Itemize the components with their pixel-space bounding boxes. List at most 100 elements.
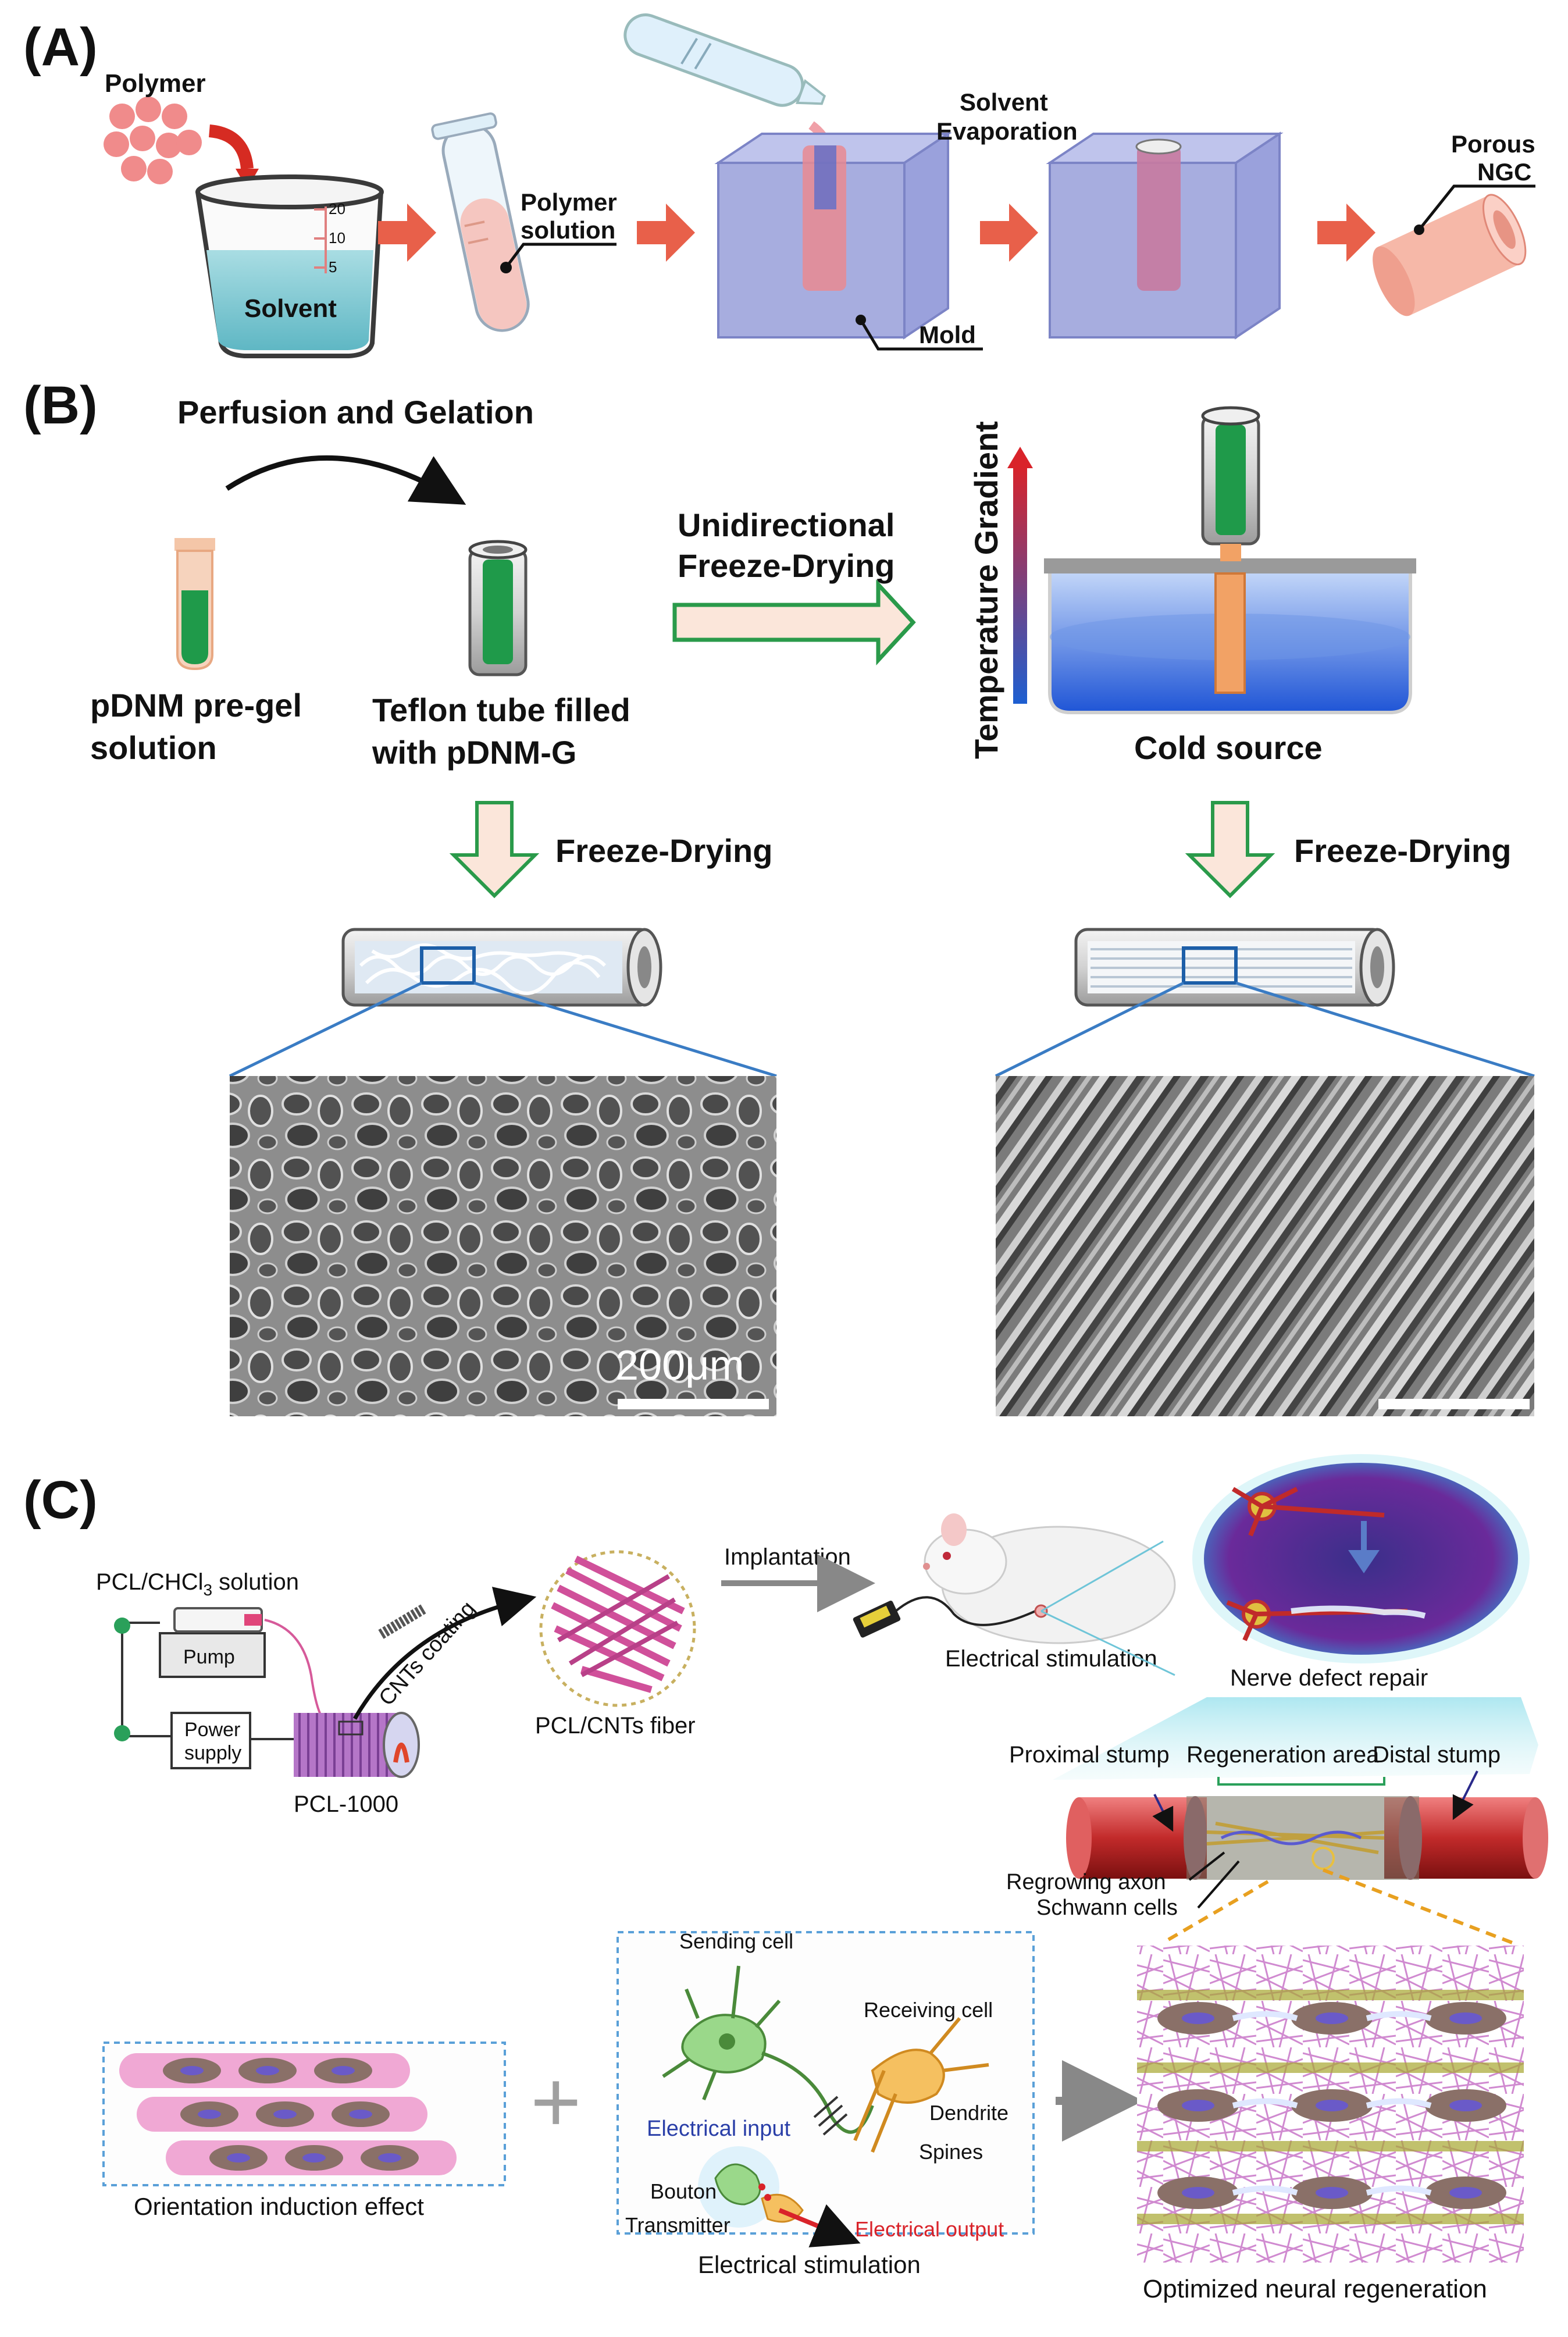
scale-bar-left [618, 1399, 769, 1409]
pcl-solution-label: PCL/CHCl3 solution [96, 1569, 299, 1599]
freeze-drying-label-right: Freeze-Drying [1294, 832, 1511, 869]
zoom-lines-regeneration [1162, 1868, 1513, 1944]
mold-leader [859, 319, 983, 351]
power-supply-label-1: Power [184, 1719, 240, 1741]
pcl-cnts-fiber-label: PCL/CNTs fiber [535, 1713, 696, 1738]
beaker-tick-10: 10 [329, 229, 345, 247]
transmitter-label: Transmitter [625, 2213, 730, 2237]
cold-source-apparatus [1044, 406, 1416, 714]
polymer-solution-leader [505, 243, 616, 269]
panel-c-letter: (C) [23, 1470, 98, 1530]
regrowing-axon-label: Regrowing axon [1006, 1870, 1166, 1894]
spines-label: Spines [919, 2140, 983, 2164]
rat-illustration [853, 1513, 1176, 1644]
ngc-leader [1418, 184, 1535, 231]
temperature-gradient-label: Temperature Gradient [968, 421, 1004, 759]
arrow-a1 [378, 204, 436, 262]
zoom-lines-right [995, 981, 1535, 1078]
polymer-label: Polymer [105, 69, 206, 98]
orientation-induction-panel [102, 2042, 506, 2186]
arrow-a2 [637, 204, 695, 262]
arrow-a4 [1317, 204, 1375, 262]
orientation-induction-label: Orientation induction effect [134, 2193, 424, 2220]
schwann-cells-label: Schwann cells [1036, 1896, 1178, 1920]
unidirectional-arrow [672, 579, 916, 665]
scale-bar-label: 200μm [615, 1342, 744, 1389]
solvent-label: Solvent [244, 294, 337, 323]
cold-source-label: Cold source [1134, 729, 1323, 766]
pregel-tube [174, 538, 215, 671]
cnts-coating-arrow [352, 1587, 537, 1720]
cnts-coating-label: CNTs coating [374, 1597, 480, 1711]
pcl-cnts-fiber [539, 1550, 696, 1707]
random-pore-tube [341, 928, 662, 1007]
porous-label: Porous [1451, 130, 1535, 158]
temperature-gradient-bar [1013, 465, 1027, 704]
cnt-bundle [378, 1604, 427, 1639]
electrical-stimulation-label-bottom: Electrical stimulation [698, 2251, 921, 2278]
mold-label: Mold [919, 321, 976, 348]
polymer-solution-label-1: Polymer [521, 188, 617, 216]
polymer-beads [104, 97, 202, 184]
regeneration-area-label: Regeneration area [1186, 1742, 1380, 1768]
panel-b-letter: (B) [23, 376, 98, 435]
electrical-stimulation-label-top: Electrical stimulation [945, 1646, 1157, 1672]
arrow-a3 [980, 204, 1038, 262]
panel-a-letter: (A) [23, 17, 98, 77]
sem-image-random [230, 1076, 776, 1416]
pregel-label-1: pDNM pre-gel [90, 687, 302, 724]
scale-bar-right [1378, 1399, 1530, 1409]
electrical-output-label: Electrical output [855, 2217, 1004, 2241]
axon-schwann-pointers [1188, 1851, 1240, 1909]
unidirectional-label-1: Unidirectional [678, 507, 895, 543]
pour-arrow [208, 124, 254, 170]
distal-stump-pointer [1452, 1770, 1478, 1821]
dendrite-label: Dendrite [929, 2101, 1008, 2125]
beaker-tick-5: 5 [329, 258, 337, 276]
implantation-label: Implantation [724, 1544, 851, 1570]
sending-cell-label: Sending cell [679, 1929, 793, 1953]
nerve-defect-repair-label: Nerve defect repair [1230, 1665, 1428, 1691]
electrospinning-setup [114, 1607, 327, 1769]
pipette [623, 13, 826, 107]
perfusion-arrow [225, 455, 466, 505]
freeze-drying-arrow-right [1185, 801, 1275, 899]
teflon-tube [468, 540, 528, 676]
optimized-regeneration-panel [1137, 1946, 1524, 2263]
bouton-label: Bouton [650, 2179, 717, 2203]
distal-stump-label: Distal stump [1373, 1742, 1501, 1768]
freeze-drying-label-left: Freeze-Drying [555, 832, 772, 869]
mold-cube-2 [1046, 131, 1284, 340]
proximal-stump-pointer [1152, 1794, 1174, 1832]
pcl-1000-label: PCL-1000 [294, 1791, 398, 1817]
pump-label: Pump [183, 1646, 235, 1668]
polymer-solution-label-2: solution [521, 216, 615, 244]
receiving-cell-label: Receiving cell [864, 1998, 993, 2022]
perfusion-gelation-label: Perfusion and Gelation [177, 394, 534, 430]
solvent-evaporation-label-2: Evaporation [936, 117, 1078, 145]
teflon-label-1: Teflon tube filled [372, 692, 630, 728]
zoom-lines-left [229, 981, 777, 1078]
optimized-regeneration-label: Optimized neural regeneration [1143, 2275, 1487, 2303]
regeneration-bracket [1217, 1777, 1385, 1786]
zoom-lines-rat [1040, 1540, 1175, 1676]
test-tube-a [431, 112, 530, 332]
beaker-tick-20: 20 [329, 200, 345, 218]
freeze-drying-arrow-left [449, 801, 540, 899]
proximal-stump-label: Proximal stump [1009, 1742, 1170, 1768]
temperature-gradient-arrowhead [1007, 447, 1033, 468]
nerve-conduit [1066, 1796, 1548, 1880]
plus-sign: + [530, 2053, 582, 2150]
ngc-label: NGC [1477, 158, 1531, 186]
light-beam [1053, 1697, 1538, 1780]
pcl-1000-collector [294, 1712, 420, 1778]
beaker [195, 174, 384, 358]
pregel-label-2: solution [90, 729, 217, 766]
sem-image-aligned [996, 1076, 1534, 1416]
electrical-stimulation-panel [616, 1931, 1035, 2247]
oval-neurons [1226, 1487, 1426, 1641]
solvent-evaporation-label-1: Solvent [960, 88, 1048, 116]
mold-cube-1 [714, 131, 952, 340]
power-supply-label-2: supply [184, 1742, 241, 1764]
